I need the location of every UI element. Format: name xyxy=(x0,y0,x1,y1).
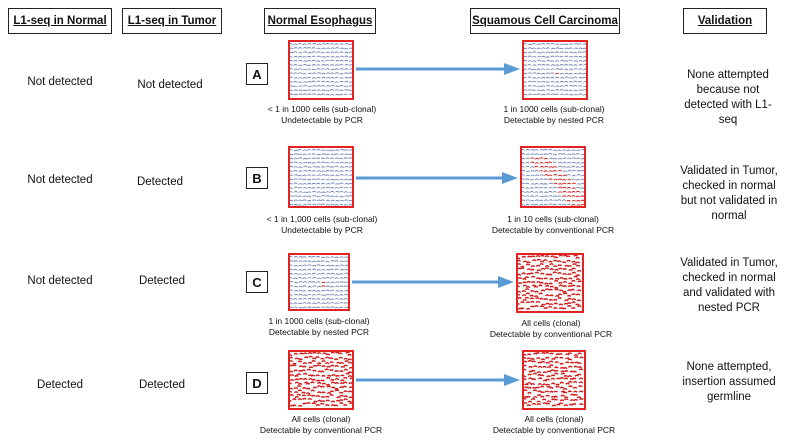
row-c-normal-caption-2: Detectable by nested PCR xyxy=(268,327,370,337)
header-squamous-cell-carcinoma: Squamous Cell Carcinoma xyxy=(470,8,620,34)
row-a-arrow xyxy=(356,63,520,75)
header-l1seq-tumor: L1-seq in Tumor xyxy=(122,8,222,34)
row-c-tumor-caption-1: All cells (clonal) xyxy=(521,318,581,328)
header-l1seq-normal: L1-seq in Normal xyxy=(8,8,112,34)
row-c-normal-tissue-square xyxy=(288,253,350,311)
row-c-normal-seq: Not detected xyxy=(27,275,93,287)
row-d-tumor-caption-1: All cells (clonal) xyxy=(524,414,584,424)
row-d-normal-seq: Detected xyxy=(36,379,84,391)
row-d-arrow xyxy=(356,374,520,386)
row-c-tumor-caption-2: Detectable by conventional PCR xyxy=(489,329,613,339)
row-a-normal-caption-2: Undetectable by PCR xyxy=(281,115,363,125)
row-b-tumor-caption-2: Detectable by conventional PCR xyxy=(491,225,615,235)
row-b-tumor-caption-1: 1 in 10 cells (sub-clonal) xyxy=(507,214,599,224)
header-normal-esophagus: Normal Esophagus xyxy=(264,8,376,34)
row-b-tumor-tissue-square xyxy=(520,146,586,208)
row-b-normal-caption-2: Undetectable by PCR xyxy=(281,225,363,235)
row-b-normal-caption-1: < 1 in 1,000 cells (sub-clonal) xyxy=(266,214,378,224)
row-a-normal-seq: Not detected xyxy=(27,76,93,88)
row-b-letter: B xyxy=(246,167,268,189)
row-a-normal-caption-1: < 1 in 1000 cells (sub-clonal) xyxy=(267,104,377,114)
row-b-normal-seq: Not detected xyxy=(27,174,93,186)
row-a-letter: A xyxy=(246,63,268,85)
row-b-arrow xyxy=(356,172,518,184)
row-c-normal-caption-1: 1 in 1000 cells (sub-clonal) xyxy=(268,316,370,326)
row-d-letter: D xyxy=(246,372,268,394)
row-a-tumor-caption-2: Detectable by nested PCR xyxy=(503,115,605,125)
row-a-tumor-tissue-square xyxy=(522,40,588,100)
row-d-normal-tissue-square xyxy=(288,350,354,410)
row-d-tumor-seq: Detected xyxy=(138,379,186,391)
row-b-normal-tissue-square xyxy=(288,146,354,208)
row-d-normal-caption-1: All cells (clonal) xyxy=(291,414,351,424)
row-a-tumor-seq: Not detected xyxy=(137,79,203,91)
row-a-validation: None attempted because not detected with… xyxy=(684,69,772,126)
row-c-tumor-seq: Detected xyxy=(138,275,186,287)
row-d-tumor-caption-2: Detectable by conventional PCR xyxy=(492,425,616,435)
row-c-letter: C xyxy=(246,271,268,293)
row-c-validation: Validated in Tumor, checked in normal an… xyxy=(680,257,778,314)
row-d-tumor-tissue-square xyxy=(522,350,586,410)
row-b-tumor-seq: Detected xyxy=(136,176,184,188)
row-d-normal-caption-2: Detectable by conventional PCR xyxy=(259,425,383,435)
row-b-validation: Validated in Tumor, checked in normal bu… xyxy=(680,165,778,222)
row-c-arrow xyxy=(352,276,514,288)
row-c-tumor-tissue-square xyxy=(516,253,584,313)
row-a-normal-tissue-square xyxy=(288,40,354,100)
header-validation: Validation xyxy=(683,8,767,34)
row-a-tumor-caption-1: 1 in 1000 cells (sub-clonal) xyxy=(503,104,605,114)
row-d-validation: None attempted, insertion assumed germli… xyxy=(682,361,776,403)
